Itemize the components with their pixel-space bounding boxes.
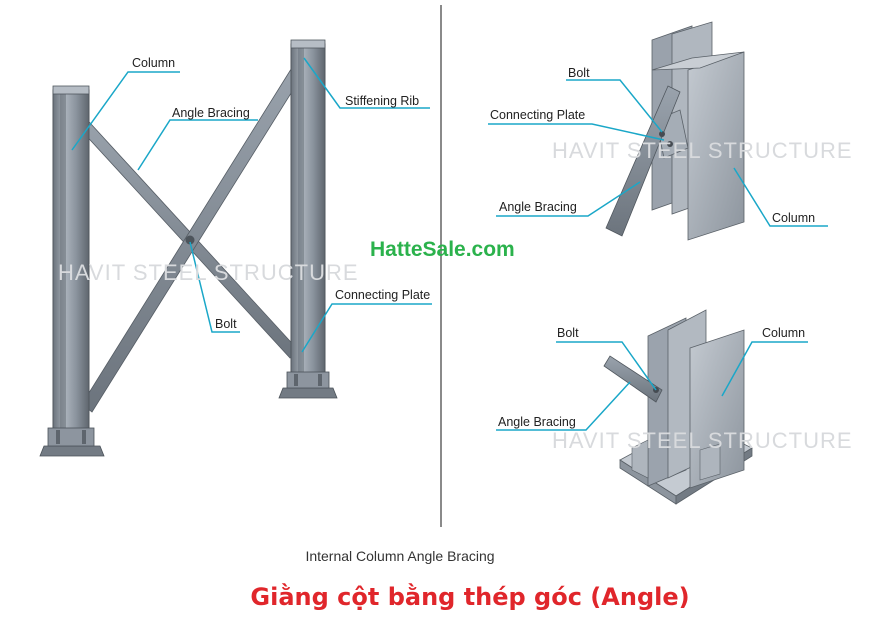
leader-top-column bbox=[733, 167, 828, 227]
right-column bbox=[290, 43, 326, 385]
label-connecting-plate: Connecting Plate bbox=[335, 288, 431, 302]
leader-top-bolt bbox=[566, 79, 663, 133]
label-base-column: Column bbox=[762, 326, 806, 340]
base-joint-structure bbox=[603, 309, 753, 505]
label-base-angle-bracing: Angle Bracing bbox=[498, 415, 576, 429]
label-angle-bracing: Angle Bracing bbox=[172, 106, 250, 120]
label-top-bolt: Bolt bbox=[568, 66, 590, 80]
label-stiffening-rib: Stiffening Rib bbox=[345, 94, 420, 108]
page-title: Giằng cột bằng thép góc (Angle) bbox=[250, 583, 690, 611]
base-angle-brace bbox=[603, 355, 663, 403]
leader-top-connecting-plate bbox=[488, 123, 665, 141]
base-column-flange bbox=[689, 329, 745, 489]
leader-bolt bbox=[189, 241, 240, 333]
leader-top-angle-bracing bbox=[496, 181, 641, 217]
left-leaders bbox=[71, 57, 432, 353]
leader-connecting-plate bbox=[301, 303, 432, 353]
top-joint-structure bbox=[605, 21, 745, 241]
leader-angle-bracing bbox=[137, 119, 258, 171]
base-joint-leaders bbox=[496, 341, 808, 431]
leader-stiffening-rib bbox=[303, 57, 430, 109]
leader-base-column bbox=[721, 341, 808, 397]
leader-column bbox=[71, 71, 180, 151]
top-angle-brace bbox=[605, 85, 681, 237]
right-base-plate bbox=[278, 387, 338, 399]
label-top-column: Column bbox=[772, 211, 816, 225]
watermark-top-right: HAVIT STEEL STRUCTURE bbox=[552, 138, 853, 163]
label-column: Column bbox=[132, 56, 176, 70]
watermark-bottom-right: HAVIT STEEL STRUCTURE bbox=[552, 428, 853, 453]
top-joint-leaders bbox=[488, 79, 828, 227]
watermark-left: HAVIT STEEL STRUCTURE bbox=[58, 260, 359, 285]
left-column bbox=[52, 89, 90, 436]
brace-diagonal-1 bbox=[69, 111, 301, 359]
center-bolt bbox=[185, 235, 195, 245]
label-base-bolt: Bolt bbox=[557, 326, 579, 340]
leader-base-angle-bracing bbox=[496, 381, 631, 431]
left-base-plate bbox=[39, 445, 105, 457]
label-top-connecting-plate: Connecting Plate bbox=[490, 108, 586, 122]
label-top-angle-bracing: Angle Bracing bbox=[499, 200, 577, 214]
label-bolt: Bolt bbox=[215, 317, 237, 331]
leader-base-bolt bbox=[556, 341, 657, 391]
left-structure bbox=[39, 39, 338, 457]
brand-watermark: HatteSale.com bbox=[370, 238, 515, 261]
diagram-caption: Internal Column Angle Bracing bbox=[305, 548, 495, 564]
